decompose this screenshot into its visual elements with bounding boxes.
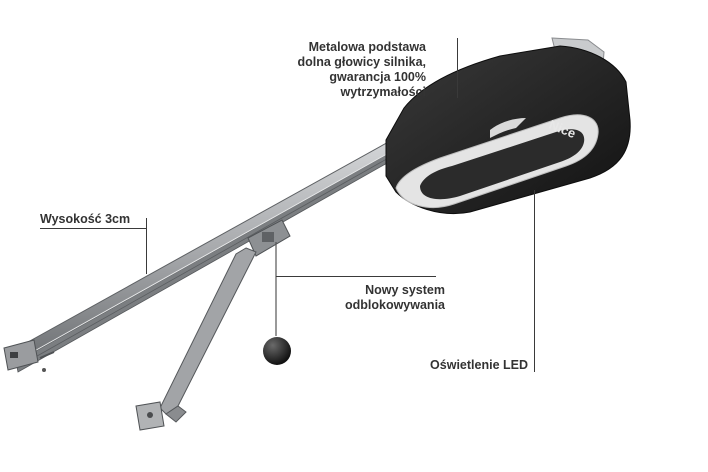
callout-release-line-1: Nowy system (365, 283, 445, 297)
callout-led: Oświetlenie LED (430, 358, 528, 373)
guide-rail (9, 139, 399, 373)
callout-height: Wysokość 3cm (40, 212, 130, 227)
callout-release-line-2: odblokowywania (344, 298, 445, 312)
callout-release-leader (276, 276, 436, 277)
trolley (247, 219, 291, 257)
callout-height-text: Wysokość 3cm (40, 212, 131, 226)
callout-height-leader-h (40, 228, 146, 229)
callout-metal-base-leader (457, 38, 458, 98)
door-arm (135, 247, 257, 431)
callout-metal-base-line-4: wytrzymałości (340, 85, 426, 99)
callout-metal-base: Metalowa podstawa dolna głowicy silnika,… (297, 40, 426, 100)
callout-height-leader-v (146, 218, 147, 274)
callout-led-leader (534, 190, 535, 372)
callout-metal-base-line-3: gwarancja 100% (329, 70, 426, 84)
release-handle (263, 242, 291, 365)
callout-metal-base-line-2: dolna głowicy silnika, (297, 55, 426, 69)
callout-metal-base-line-1: Metalowa podstawa (308, 40, 426, 54)
motor-head: Nice (385, 37, 631, 215)
rail-end-bracket (3, 339, 55, 372)
callout-led-text: Oświetlenie LED (430, 358, 528, 372)
callout-release: Nowy system odblokowywania (345, 283, 445, 313)
